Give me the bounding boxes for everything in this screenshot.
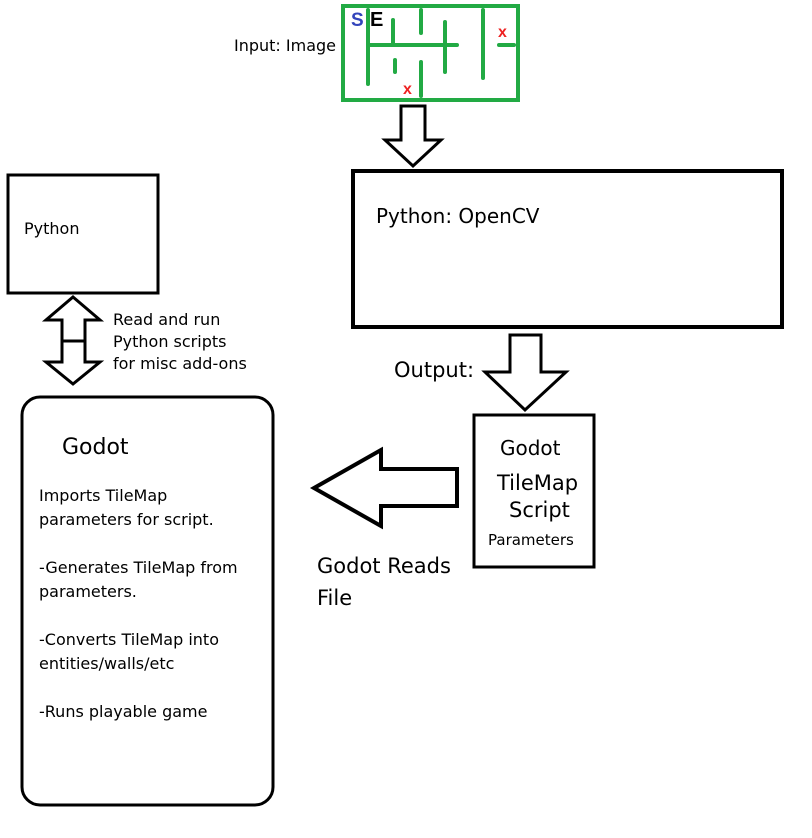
read-run-line-2: Python scripts: [113, 332, 227, 351]
maze-start-letter: S: [351, 10, 364, 31]
godot-box: [20, 395, 275, 807]
godot-step: -Runs playable game: [39, 702, 208, 721]
tilemap-script-box: [472, 413, 596, 569]
godot-title: Godot: [62, 435, 129, 460]
maze-goal-mark-bottom: x: [403, 81, 412, 98]
godot-reads-line-2: File: [317, 586, 353, 610]
read-run-note: Read and run Python scripts for misc add…: [113, 309, 247, 375]
godot-reads-line-1: Godot Reads: [317, 554, 451, 578]
tilemap-script-parameters: Parameters: [488, 531, 574, 549]
input-image-label: Input: Image: [234, 36, 337, 55]
maze-end-letter: E: [370, 9, 383, 31]
maze-walls: [366, 8, 516, 98]
godot-step: -Generates TileMap from parameters.: [39, 558, 238, 601]
tilemap-script-title: Godot: [500, 436, 561, 460]
godot-step: Imports TileMap parameters for script.: [39, 486, 214, 529]
godot-step: -Converts TileMap into entities/walls/et…: [39, 630, 219, 673]
tilemap-script-line-2: TileMap: [497, 471, 579, 495]
maze-image: S E x x: [341, 4, 520, 102]
godot-reads-note: Godot Reads File: [317, 550, 451, 614]
python-label: Python: [24, 219, 80, 238]
opencv-box: [351, 169, 784, 329]
read-run-line-1: Read and run: [113, 310, 221, 329]
read-run-line-3: for misc add-ons: [113, 354, 247, 373]
arrow-left-to-godot: [309, 446, 459, 530]
arrow-down-to-opencv: [381, 104, 445, 169]
maze-goal-mark-right: x: [498, 24, 507, 41]
arrow-down-to-tilemap: [481, 333, 570, 413]
godot-steps-list: Imports TileMap parameters for script. -…: [39, 484, 238, 748]
python-box: [6, 173, 160, 295]
maze-border: [341, 4, 520, 102]
opencv-label: Python: OpenCV: [376, 204, 540, 228]
output-label: Output:: [394, 358, 475, 382]
tilemap-script-line-3: Script: [509, 498, 570, 522]
